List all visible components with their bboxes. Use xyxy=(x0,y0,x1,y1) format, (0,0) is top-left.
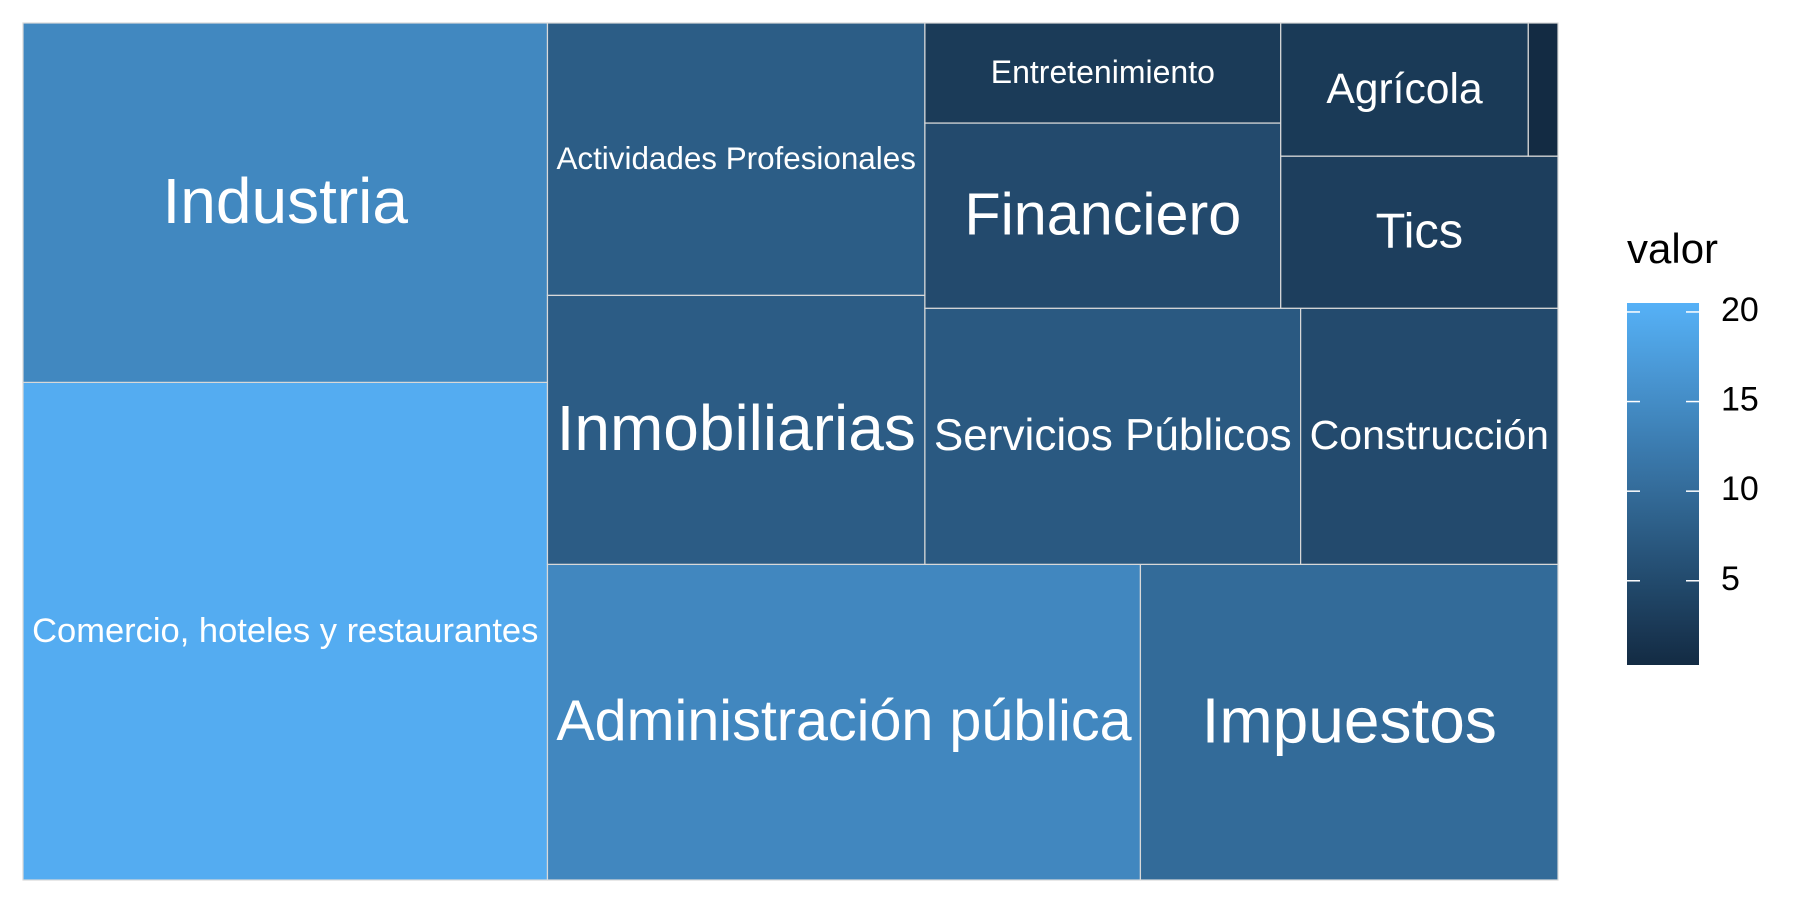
treemap-tiles: Comercio, hoteles y restaurantes Industri… xyxy=(22,22,1559,881)
tile-impuestos xyxy=(1139,563,1559,881)
tile-label-actividades-profesionales: Actividades Profesionales xyxy=(556,141,915,176)
tile-label-tics: Tics xyxy=(1376,204,1463,258)
tile-industria xyxy=(22,22,549,383)
tile-label-construccion: Construcción xyxy=(1310,412,1549,458)
tile-comercio-hoteles-y-restaurantes xyxy=(22,381,549,881)
legend-tick-label-5: 5 xyxy=(1721,560,1740,598)
legend-tick-label-20: 20 xyxy=(1721,291,1759,329)
tile-label-administracion-publica: Administración pública xyxy=(556,689,1131,753)
tile-label-comercio-hoteles-y-restaurantes: Comercio, hoteles y restaurantes xyxy=(32,612,538,650)
legend-tick-label-15: 15 xyxy=(1721,381,1759,419)
tile-financiero xyxy=(924,122,1282,309)
tile-label-agricola: Agrícola xyxy=(1326,65,1483,113)
tile-label-impuestos: Impuestos xyxy=(1202,684,1497,756)
tile-label-inmobiliarias: Inmobiliarias xyxy=(557,392,916,464)
tile-item-12 xyxy=(1527,22,1559,157)
legend-colorbar xyxy=(1627,303,1699,665)
tile-tics xyxy=(1280,155,1559,309)
tile-label-entretenimiento: Entretenimiento xyxy=(991,54,1215,90)
tile-agricola xyxy=(1280,22,1529,157)
tile-label-servicios-publicos: Servicios Públicos xyxy=(934,411,1292,460)
tile-construccion xyxy=(1300,307,1559,565)
tile-actividades-profesionales xyxy=(546,22,926,297)
tile-label-industria: Industria xyxy=(163,165,409,237)
legend-tick-label-10: 10 xyxy=(1721,470,1759,508)
legend-ticks: 5 10 15 20 xyxy=(1627,291,1759,598)
tile-servicios-publicos xyxy=(924,307,1302,565)
color-legend: valor 5 10 15 20 xyxy=(1627,225,1759,665)
tile-label-financiero: Financiero xyxy=(964,180,1241,247)
tile-inmobiliarias xyxy=(546,294,926,565)
legend-title: valor xyxy=(1627,225,1718,272)
